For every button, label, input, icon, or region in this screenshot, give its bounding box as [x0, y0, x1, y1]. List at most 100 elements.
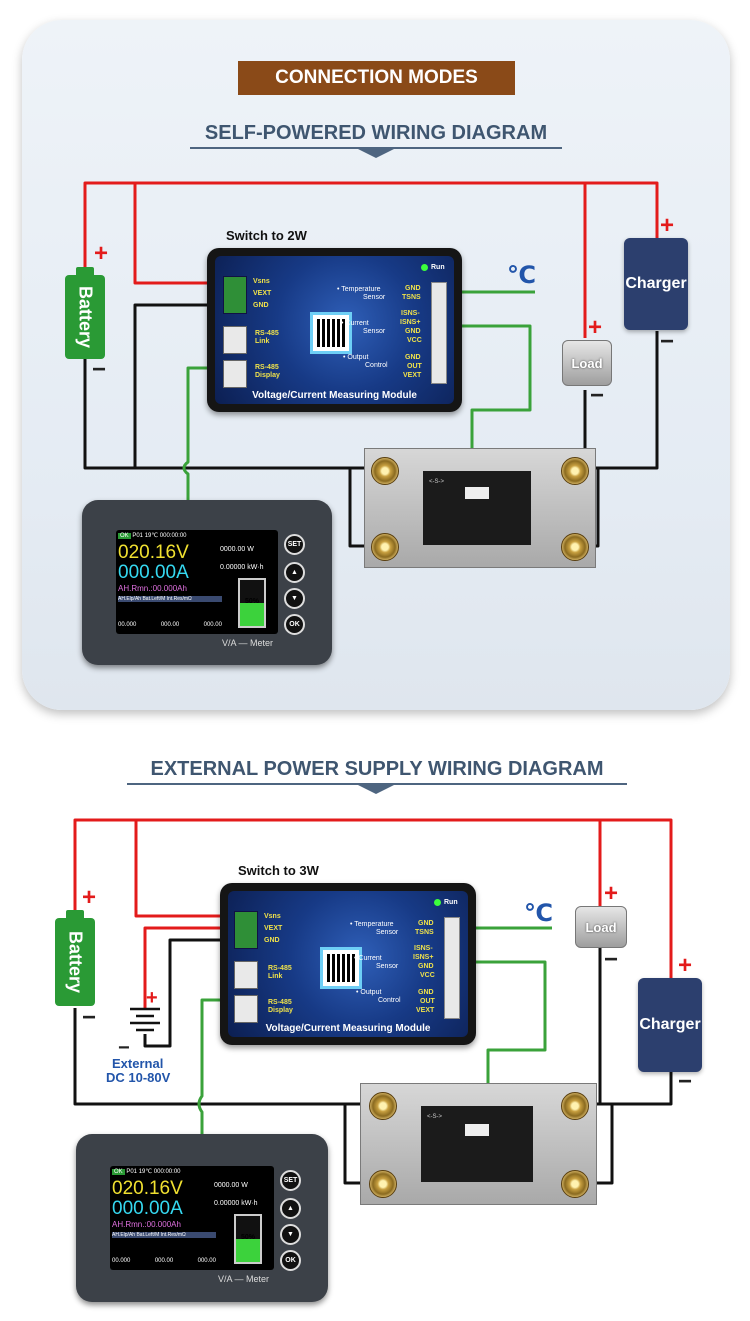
s1-pin-isns-minus: ISNS- [401, 310, 420, 317]
s1-pin-gnd-o: GND [405, 354, 421, 361]
s2-charger-plus: + [678, 952, 693, 979]
s1-meter-brand: V/A — Meter [222, 638, 274, 648]
s2-meter-screen: OK P01 19℃ 000:00:00 020.16V 000.00A 000… [110, 1166, 274, 1270]
s2-charger-label: Charger [639, 1016, 701, 1033]
s1-term-vext: VEXT [253, 290, 272, 297]
s2-negative-wire-gnd [143, 938, 233, 1048]
s1-power-terminal [223, 276, 247, 314]
s1-meter-down-button[interactable]: ▼ [284, 588, 305, 609]
external-dc-source-icon [130, 1007, 160, 1032]
s1-negative-wire-charger [578, 331, 659, 470]
s1-rs485-display-port [223, 360, 247, 388]
s1-meter-status-time: 000:00:00 [159, 533, 187, 539]
s2-measuring-module: Run Vsns VEXT GND RS-485 Link RS-485 Dis… [220, 883, 476, 1045]
s1-meter-col-1: AH.Elp/Ah [118, 596, 142, 602]
s2-shunt-mark: <-S-> [427, 1114, 443, 1120]
s1-term-gnd: GND [253, 302, 269, 309]
s1-charger: Charger [624, 238, 688, 330]
s2-positive-wire-vsns [134, 820, 233, 918]
s1-meter-ok-button[interactable]: OK [284, 614, 305, 635]
s1-meter-battery-icon: 50% [238, 578, 266, 628]
s1-meter-battery-pct: 50% [244, 598, 259, 605]
s2-external-label-1: External [112, 1056, 164, 1071]
s1-temperature-icon: ℃ [507, 262, 537, 289]
s1-meter-val-3: 000.00 [203, 622, 222, 628]
s2-meter-set-button[interactable]: SET [280, 1170, 301, 1191]
s2-switch-label: Switch to 3W [238, 863, 319, 878]
s1-rs485-link-port [223, 326, 247, 354]
s1-pin-vcc: VCC [407, 337, 422, 344]
s2-meter-col-1: AH.Elp/Ah [112, 1232, 136, 1238]
s2-pin-out: OUT [420, 998, 435, 1005]
s1-meter-status-p: P01 [132, 533, 144, 539]
s1-switch-label: Switch to 2W [226, 228, 307, 243]
s1-meter-val-1: 00.000 [118, 622, 137, 628]
s1-pin-vext: VEXT [403, 372, 422, 379]
s1-module-panel: Run Vsns VEXT GND RS-485 Link RS-485 Dis… [215, 256, 454, 404]
s2-load-label: Load [585, 919, 617, 935]
s1-temp-sensor-label-1: • Temperature [337, 286, 381, 293]
s1-pin-isns-plus: ISNS+ [400, 319, 421, 326]
s2-pin-isns-minus: ISNS- [414, 945, 433, 952]
s2-positive-wire-battery-charger [73, 818, 673, 978]
s1-rs485-link-label-2: Link [255, 338, 270, 345]
s2-rs485-display-label-2: Display [268, 1007, 293, 1014]
s2-rs485-link-label-2: Link [268, 973, 283, 980]
s2-meter-up-button[interactable]: ▲ [280, 1198, 301, 1219]
s1-shunt: <-S-> [364, 448, 596, 568]
s2-run-label: Run [444, 899, 458, 906]
section1-title-pointer [358, 149, 394, 158]
s2-meter-voltage: 020.16V [112, 1178, 183, 1199]
s2-temp-sensor-label-2: Sensor [376, 929, 399, 936]
s1-meter-voltage: 020.16V [118, 542, 189, 563]
s2-shunt-connector [465, 1124, 489, 1136]
s1-battery-minus: − [92, 356, 107, 383]
s2-output-control-label-2: Control [378, 997, 401, 1004]
s2-external-plus: + [146, 987, 158, 1009]
s1-pin-out: OUT [407, 363, 422, 370]
s1-battery-label: Battery [75, 285, 96, 349]
s1-qr-code-icon [310, 312, 352, 354]
s1-output-control-label-1: • Output [343, 354, 369, 361]
s1-meter-energy: 0.00000 kW·h [220, 564, 264, 571]
s2-meter-battery-pct: 50% [240, 1234, 255, 1241]
s1-display-wire [182, 366, 212, 500]
s2-current-sensor-wire [460, 960, 547, 1122]
s1-meter-set-button[interactable]: SET [284, 534, 305, 555]
s1-charger-label: Charger [625, 275, 687, 292]
s2-shunt: <-S-> [360, 1083, 597, 1205]
s2-output-control-label-1: • Output [356, 989, 382, 996]
s1-rs485-display-label-1: RS-485 [255, 364, 279, 371]
s1-charger-minus: − [660, 328, 675, 355]
s2-shunt-bolt-icon [561, 1092, 589, 1120]
s2-load-minus: − [604, 946, 619, 973]
s2-meter-down-button[interactable]: ▼ [280, 1224, 301, 1245]
section2-title-pointer [358, 785, 394, 794]
s2-meter-battery-icon: 50% [234, 1214, 262, 1264]
s1-run-label: Run [431, 264, 445, 271]
s2-meter-ok-button[interactable]: OK [280, 1250, 301, 1271]
s2-shunt-left-loop [343, 1102, 370, 1185]
s1-rs485-link-label-1: RS-485 [255, 330, 279, 337]
s2-pin-tsns: TSNS [415, 929, 434, 936]
s1-meter-up-button[interactable]: ▲ [284, 562, 305, 583]
s2-meter-status-temp: 19℃ [138, 1169, 153, 1175]
s2-battery-minus: − [82, 1004, 97, 1031]
s2-va-meter: OK P01 19℃ 000:00:00 020.16V 000.00A 000… [76, 1134, 328, 1302]
s2-term-gnd: GND [264, 937, 280, 944]
connection-modes-banner: CONNECTION MODES [238, 61, 515, 95]
s1-meter-ah-remain: AH.Rmn.:00.000Ah [118, 584, 187, 593]
s1-current-sensor-wire [445, 324, 532, 482]
s1-va-meter: OK P01 19℃ 000:00:00 020.16V 000.00A 000… [82, 500, 332, 665]
s1-shunt-left-loop [348, 466, 368, 548]
s1-positive-wire-battery-charger [83, 181, 659, 275]
section2-title: EXTERNAL POWER SUPPLY WIRING DIAGRAM [150, 758, 604, 780]
section1-title: SELF-POWERED WIRING DIAGRAM [204, 122, 548, 144]
s1-shunt-bolt-icon [561, 457, 589, 485]
s2-rs485-display-port [234, 995, 258, 1023]
s2-meter-ah-remain: AH.Rmn.:00.000Ah [112, 1220, 181, 1229]
s2-meter-energy: 0.00000 kW·h [214, 1200, 258, 1207]
s2-shunt-bolt-icon [561, 1170, 589, 1198]
s2-shunt-pcb: <-S-> [421, 1106, 533, 1182]
s2-meter-columns: AH.Elp/Ah Bat.Left/M Int.Res/mΩ [112, 1232, 216, 1238]
